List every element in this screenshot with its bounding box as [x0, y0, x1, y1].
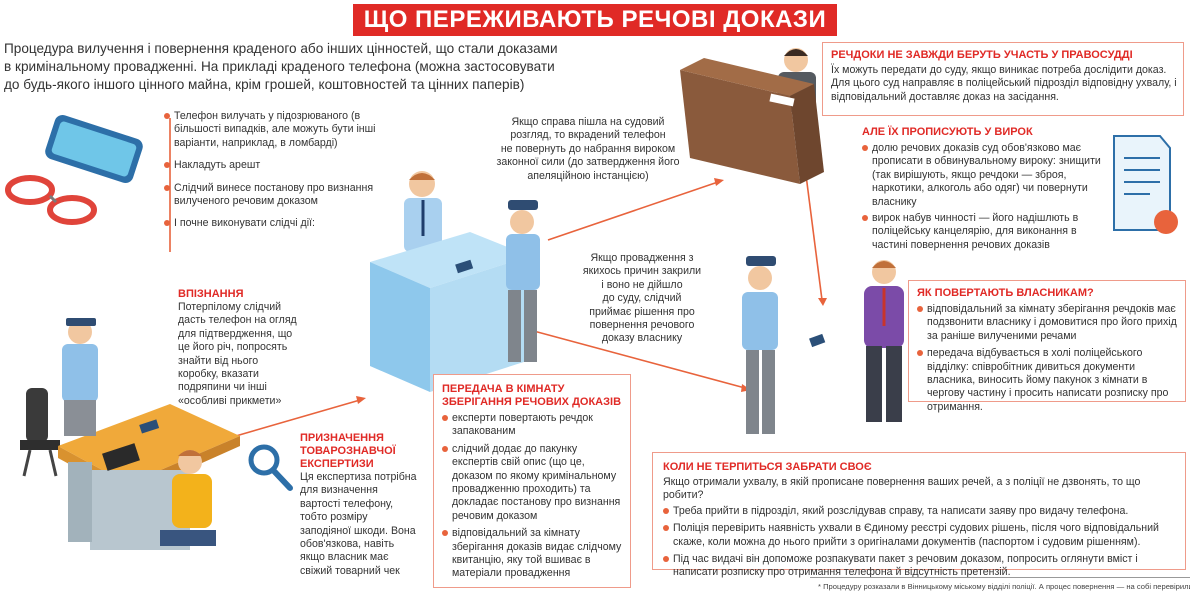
identification-title: ВПІЗНАННЯ [178, 288, 244, 300]
court-note-line: розгляд, то вкрадений телефон [510, 129, 666, 142]
arrow-to-return [529, 329, 746, 389]
impatient-title: КОЛИ НЕ ТЕРПИТЬСЯ ЗАБРАТИ СВОЄ [663, 461, 872, 473]
closed-note-line: повернення речового [589, 319, 695, 332]
expertise-section: ПРИЗНАЧЕННЯ ТОВАРОЗНАВЧОЇ ЕКСПЕРТИЗИ Ця … [300, 432, 430, 578]
identification-line: Потерпілому слідчий [178, 301, 282, 313]
verdict-section: АЛЕ ЇХ ПРОПИСУЮТЬ У ВИРОК долю речових д… [862, 126, 1104, 255]
impatient-item: Під час видачі він допоможе розпакувати … [663, 553, 1179, 580]
flow-arrows [169, 118, 823, 441]
intro-line: до будь-якого іншого цінного майна, крім… [4, 77, 525, 92]
storage-title: ЗБЕРІГАННЯ РЕЧОВИХ ДОКАЗІВ [442, 396, 622, 408]
step-item: Слідчий винесе постанову про визнання ви… [164, 182, 394, 209]
expertise-line: свіжий товарний чек [300, 564, 400, 577]
step-item: Накладуть арешт [164, 159, 394, 172]
closed-note-line: приймає рішення про [589, 305, 695, 318]
document-icon [1113, 135, 1178, 234]
intro-text: Процедура вилучення і повернення крадено… [4, 40, 594, 94]
return-item: відповідальний за кімнату зберігання реч… [917, 303, 1179, 343]
expertise-line: заподіяної шкоди. Вона [300, 524, 416, 537]
closed-note-line: якихось причин закрили [582, 265, 702, 278]
identification-line: подряпини чи інші [178, 381, 267, 394]
court-note-line: не повернуть до набрання вироком [500, 142, 676, 155]
identification-line: знайти від нього [178, 354, 259, 367]
closed-case-note: Якщо провадження з якихось причин закрил… [572, 252, 712, 346]
arrow-to-storage [221, 399, 361, 441]
return-title: ЯК ПОВЕРТАЮТЬ ВЛАСНИКАМ? [917, 287, 1094, 299]
magnifier-icon [248, 444, 293, 491]
closed-note-line: доказу власнику [601, 332, 683, 345]
step-item: І почне виконувати слідчі дії: [164, 217, 394, 230]
arrow-to-court [547, 181, 719, 241]
identification-line: для підтвердження, що [178, 327, 293, 340]
return-item: передача відбувається в холі поліцейсько… [917, 347, 1179, 414]
court-box-line: Для цього суд направляє в поліцейський п… [831, 77, 1177, 90]
identification-line: коробку, вказати [178, 368, 259, 381]
procedure-steps: Телефон вилучать у підозрюваного (в біль… [164, 110, 394, 240]
closed-note-line: до суду, слідчий [602, 292, 682, 305]
identification-line: дасть телефон на огляд [178, 314, 297, 327]
handcuffs-phone-icon [5, 114, 143, 225]
arrow-court-to-return [805, 174, 823, 301]
expertise-line: для визначення [300, 484, 378, 497]
storage-item: слідчий додає до пакунку експертів свій … [442, 443, 624, 523]
court-box-title: РЕЧДОКИ НЕ ЗАВЖДИ БЕРУТЬ УЧАСТЬ У ПРАВОС… [831, 49, 1133, 61]
return-handover-scene [742, 256, 904, 434]
identification-line: це його річ, попросять [178, 341, 288, 354]
storage-transfer-box: ПЕРЕДАЧА В КІМНАТУ ЗБЕРІГАННЯ РЕЧОВИХ ДО… [433, 374, 631, 588]
expertise-line: Ця експертиза потрібна [300, 471, 417, 483]
verdict-item: вирок набув чинності — його надішлють в … [862, 212, 1104, 252]
interrogation-desk-scene [20, 318, 240, 550]
verdict-title: АЛЕ ЇХ ПРОПИСУЮТЬ У ВИРОК [862, 126, 1033, 138]
expertise-title: ЕКСПЕРТИЗИ [300, 458, 374, 470]
court-box-line: Їх можуть передати до суду, якщо виникає… [831, 64, 1167, 76]
owner-return-box: ЯК ПОВЕРТАЮТЬ ВЛАСНИКАМ? відповідальний … [908, 280, 1186, 413]
step-item: Телефон вилучать у підозрюваного (в біль… [164, 110, 394, 150]
identification-section: ВПІЗНАННЯ Потерпілому слідчий дасть теле… [178, 288, 308, 408]
court-note-line: апеляційною інстанцією) [527, 169, 649, 182]
impatient-item: Поліція перевірить наявність ухвали в Єд… [663, 522, 1179, 549]
footnote-divider [810, 577, 1190, 578]
verdict-item: долю речових доказів суд обов'язково має… [862, 142, 1104, 209]
court-note-line: законної сили (до затвердження його [496, 156, 680, 169]
impatient-owner-box: КОЛИ НЕ ТЕРПИТЬСЯ ЗАБРАТИ СВОЄ Якщо отри… [652, 452, 1186, 578]
page-title: ЩО ПЕРЕЖИВАЮТЬ РЕЧОВІ ДОКАЗИ [353, 4, 837, 36]
storage-title: ПЕРЕДАЧА В КІМНАТУ [442, 383, 565, 395]
expertise-title: ПРИЗНАЧЕННЯ [300, 432, 384, 444]
expertise-line: обов'язкова, навіть [300, 538, 395, 551]
impatient-question: Якщо отримали ухвалу, в якій прописане п… [663, 476, 1141, 502]
court-box-line: відповідальний доставляє доказ на засіда… [831, 90, 1059, 103]
court-bench-scene [680, 48, 824, 184]
intro-line: Процедура вилучення і повернення крадено… [4, 41, 558, 56]
court-note: Якщо справа пішла на судовий розгляд, то… [490, 116, 686, 183]
storage-item: експерти повертають речдок запакованим [442, 412, 624, 439]
intro-line: в кримінальному провадженні. На прикладі… [4, 59, 555, 74]
court-participation-box: РЕЧДОКИ НЕ ЗАВЖДИ БЕРУТЬ УЧАСТЬ У ПРАВОС… [822, 42, 1184, 116]
expertise-line: тобто розміру [300, 511, 368, 524]
expertise-line: якщо власник має [300, 551, 389, 564]
storage-item: відповідальний за кімнату зберігання док… [442, 527, 624, 581]
identification-line: «особливі прикмети» [178, 394, 282, 407]
impatient-item: Треба прийти в підрозділ, який розслідув… [663, 505, 1179, 518]
court-note-line: Якщо справа пішла на судовий [511, 116, 665, 128]
expertise-title: ТОВАРОЗНАВЧОЇ [300, 445, 396, 457]
closed-note-line: Якщо провадження з [590, 252, 694, 264]
closed-note-line: і воно не дійшло [601, 278, 683, 291]
footnote: * Процедуру розказали в Вінницькому місь… [818, 582, 1190, 591]
storage-counter-scene [370, 171, 540, 392]
expertise-line: вартості телефону, [300, 497, 394, 510]
